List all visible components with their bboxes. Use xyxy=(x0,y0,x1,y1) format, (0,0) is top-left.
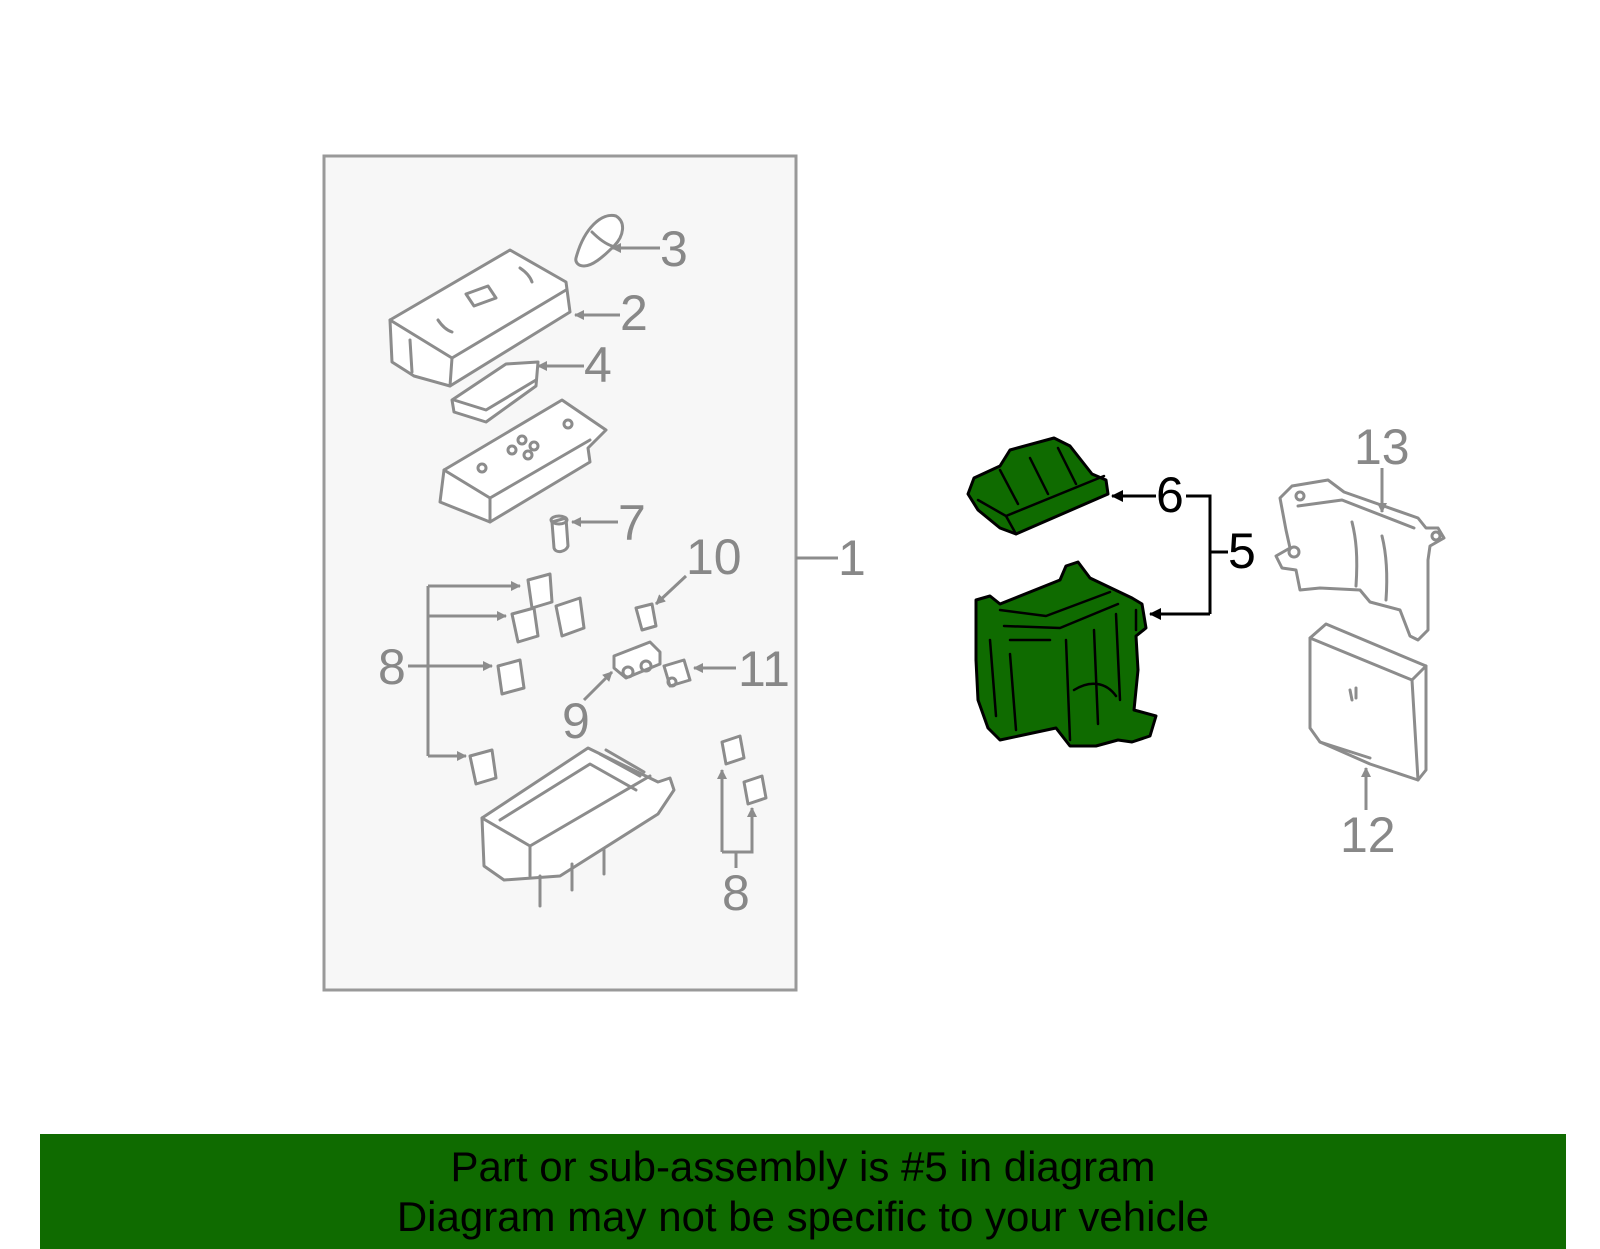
callout-2: 2 xyxy=(620,285,648,341)
part-11-fuse[interactable] xyxy=(662,658,692,688)
part-13-bracket[interactable] xyxy=(1274,478,1446,642)
part-12-module[interactable] xyxy=(1308,622,1428,782)
part-8-relays-left[interactable] xyxy=(468,572,586,786)
callout-5: 5 xyxy=(1228,523,1256,579)
info-banner: Part or sub-assembly is #5 in diagram Di… xyxy=(40,1134,1566,1249)
callout-4: 4 xyxy=(584,337,612,393)
callout-9: 9 xyxy=(562,693,590,749)
banner-line-1: Part or sub-assembly is #5 in diagram xyxy=(450,1142,1156,1190)
callout-11: 11 xyxy=(738,641,790,697)
banner-line-2: Diagram may not be specific to your vehi… xyxy=(396,1192,1210,1240)
fuse-block-base[interactable] xyxy=(480,746,676,908)
callout-6: 6 xyxy=(1156,467,1184,523)
callout-8-left: 8 xyxy=(378,639,406,695)
part-10-fuse[interactable] xyxy=(634,602,658,632)
part-7-plug[interactable] xyxy=(549,514,570,554)
callout-1: 1 xyxy=(838,530,866,586)
callout-10: 10 xyxy=(686,529,742,585)
part-4-card[interactable] xyxy=(450,360,540,424)
part-2-cover[interactable] xyxy=(388,248,572,388)
callout-3: 3 xyxy=(660,221,688,277)
part-8-relays-right[interactable] xyxy=(720,734,768,806)
callout-12: 12 xyxy=(1340,807,1396,863)
part-6-lid[interactable] xyxy=(966,436,1110,536)
callout-13: 13 xyxy=(1354,419,1410,475)
callout-8-right: 8 xyxy=(722,865,750,921)
part-9-fuse-holder[interactable] xyxy=(612,640,662,680)
callout-7: 7 xyxy=(618,495,646,551)
fuse-block-upper[interactable] xyxy=(438,398,608,524)
part-5-housing[interactable] xyxy=(974,560,1158,748)
